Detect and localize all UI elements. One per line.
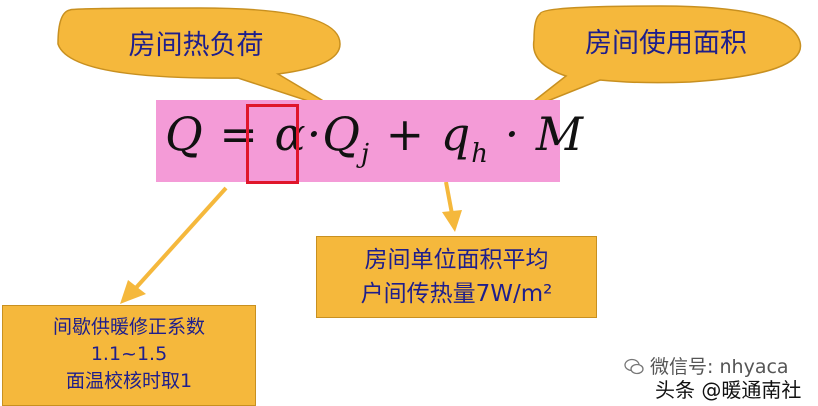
formula-dot: · xyxy=(306,107,323,161)
formula-qh-subscript: h xyxy=(471,139,489,169)
arrow-qh xyxy=(442,181,462,232)
watermark: 微信号: nhyaca xyxy=(624,352,789,379)
wechat-icon xyxy=(624,358,644,375)
formula-qj: Q xyxy=(322,107,361,161)
watermark-text: 微信号: nhyaca xyxy=(650,356,789,378)
callout-heat-load: 房间热负荷 xyxy=(57,7,343,113)
formula-dot: · xyxy=(489,107,536,161)
formula: Q = α·Qj + qh · M xyxy=(165,107,584,169)
footer-credit: 头条 @暖通南社 xyxy=(655,378,802,402)
box-area-heat-transfer: 房间单位面积平均 户间传热量7W/m² xyxy=(316,236,597,318)
box-alpha-line3: 面温校核时取1 xyxy=(65,370,193,392)
alpha-highlight-frame xyxy=(246,104,299,184)
box-alpha-line2: 1.1~1.5 xyxy=(90,343,168,365)
formula-qh: q xyxy=(440,107,472,161)
formula-qj-subscript: j xyxy=(360,139,370,169)
box-alpha-correction: 间歇供暖修正系数 1.1~1.5 面温校核时取1 xyxy=(2,305,256,406)
box-area-line1: 房间单位面积平均 xyxy=(364,247,549,273)
callout-area-used-label: 房间使用面积 xyxy=(585,28,747,59)
formula-equals: = xyxy=(203,107,275,161)
box-area-line2: 户间传热量7W/m² xyxy=(360,281,553,307)
formula-lhs: Q xyxy=(165,107,204,161)
callout-area-used: 房间使用面积 xyxy=(519,5,802,113)
formula-alpha: α xyxy=(274,107,307,161)
formula-m: M xyxy=(535,107,584,161)
formula-band xyxy=(156,100,560,182)
callout-heat-load-label: 房间热负荷 xyxy=(129,30,264,61)
box-alpha-line1: 间歇供暖修正系数 xyxy=(52,316,205,338)
arrow-alpha xyxy=(120,186,228,304)
formula-plus: + xyxy=(370,107,441,161)
